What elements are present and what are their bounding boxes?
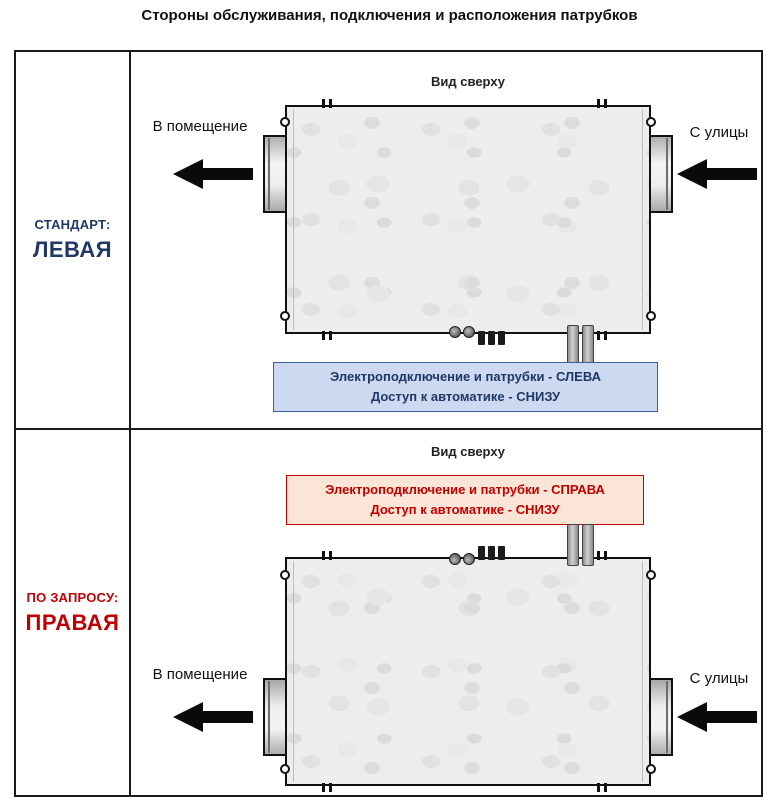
latch-icon [596, 551, 608, 560]
cable-gland-icon [449, 553, 461, 565]
hinge-icon [280, 117, 290, 127]
pipe-stub-icon [488, 546, 495, 560]
unit-top-view [263, 524, 673, 786]
drain-pipe [567, 524, 579, 566]
drain-pipe [567, 325, 579, 367]
latch-icon [596, 99, 608, 108]
diagram-cell-standard: Вид сверху В помещение С улицы [133, 52, 761, 428]
note-box-standard: Электроподключение и патрубки - СЛЕВА До… [273, 362, 658, 412]
from-street-label: С улицы [689, 124, 749, 141]
unit-casing [285, 557, 651, 786]
unit-top-view [263, 99, 673, 367]
hinge-icon [280, 311, 290, 321]
latch-icon [321, 551, 333, 560]
cable-gland-icon [449, 326, 461, 338]
to-room-arrow-icon [173, 156, 253, 192]
pipe-stub-icon [478, 546, 485, 560]
hinge-icon [280, 570, 290, 580]
latch-icon [596, 331, 608, 340]
note-line1: Электроподключение и патрубки - СПРАВА [325, 481, 605, 497]
latch-icon [321, 783, 333, 792]
from-street-arrow-icon [677, 156, 757, 192]
to-room-label: В помещение [152, 666, 248, 683]
variant-cell-standard: СТАНДАРТ: ЛЕВАЯ [16, 52, 131, 428]
pipe-stub-icon [498, 546, 505, 560]
cable-gland-icon [463, 326, 475, 338]
cable-gland-icon [463, 553, 475, 565]
drain-pipe [582, 524, 594, 566]
from-street-label: С улицы [689, 670, 749, 687]
note-box-request: Электроподключение и патрубки - СПРАВА Д… [286, 475, 644, 525]
variant-label: СТАНДАРТ: [34, 217, 111, 232]
latch-icon [321, 331, 333, 340]
table-row-standard-left: СТАНДАРТ: ЛЕВАЯ Вид сверху В помещение С… [16, 52, 761, 430]
view-label: Вид сверху [431, 444, 505, 459]
hinge-icon [646, 764, 656, 774]
diagram-cell-request: Вид сверху Электроподключение и патрубки… [133, 430, 761, 795]
pipe-stub-icon [498, 331, 505, 345]
side-name-label: ПРАВАЯ [25, 609, 120, 635]
hinge-icon [646, 311, 656, 321]
note-line2: Доступ к автоматике - СНИЗУ [370, 389, 561, 404]
pipe-stub-icon [478, 331, 485, 345]
to-room-label: В помещение [152, 118, 248, 135]
side-name-label: ЛЕВАЯ [32, 237, 113, 262]
service-sides-table: СТАНДАРТ: ЛЕВАЯ Вид сверху В помещение С… [14, 50, 763, 797]
hinge-icon [280, 764, 290, 774]
latch-icon [596, 783, 608, 792]
hinge-icon [646, 570, 656, 580]
latch-icon [321, 99, 333, 108]
view-label: Вид сверху [431, 74, 505, 89]
room-duct [263, 135, 289, 213]
page-title: Стороны обслуживания, подключения и расп… [141, 7, 638, 24]
table-row-request-right: ПО ЗАПРОСУ: ПРАВАЯ Вид сверху Электропод… [16, 430, 761, 795]
pipe-stub-icon [488, 331, 495, 345]
variant-cell-request: ПО ЗАПРОСУ: ПРАВАЯ [16, 430, 131, 795]
drain-pipe [582, 325, 594, 367]
unit-casing [285, 105, 651, 334]
to-room-arrow-icon [173, 699, 253, 735]
note-line1: Электроподключение и патрубки - СЛЕВА [330, 368, 601, 384]
hinge-icon [646, 117, 656, 127]
variant-label: ПО ЗАПРОСУ: [26, 589, 119, 605]
note-line2: Доступ к автоматике - СНИЗУ [370, 502, 560, 517]
from-street-arrow-icon [677, 699, 757, 735]
